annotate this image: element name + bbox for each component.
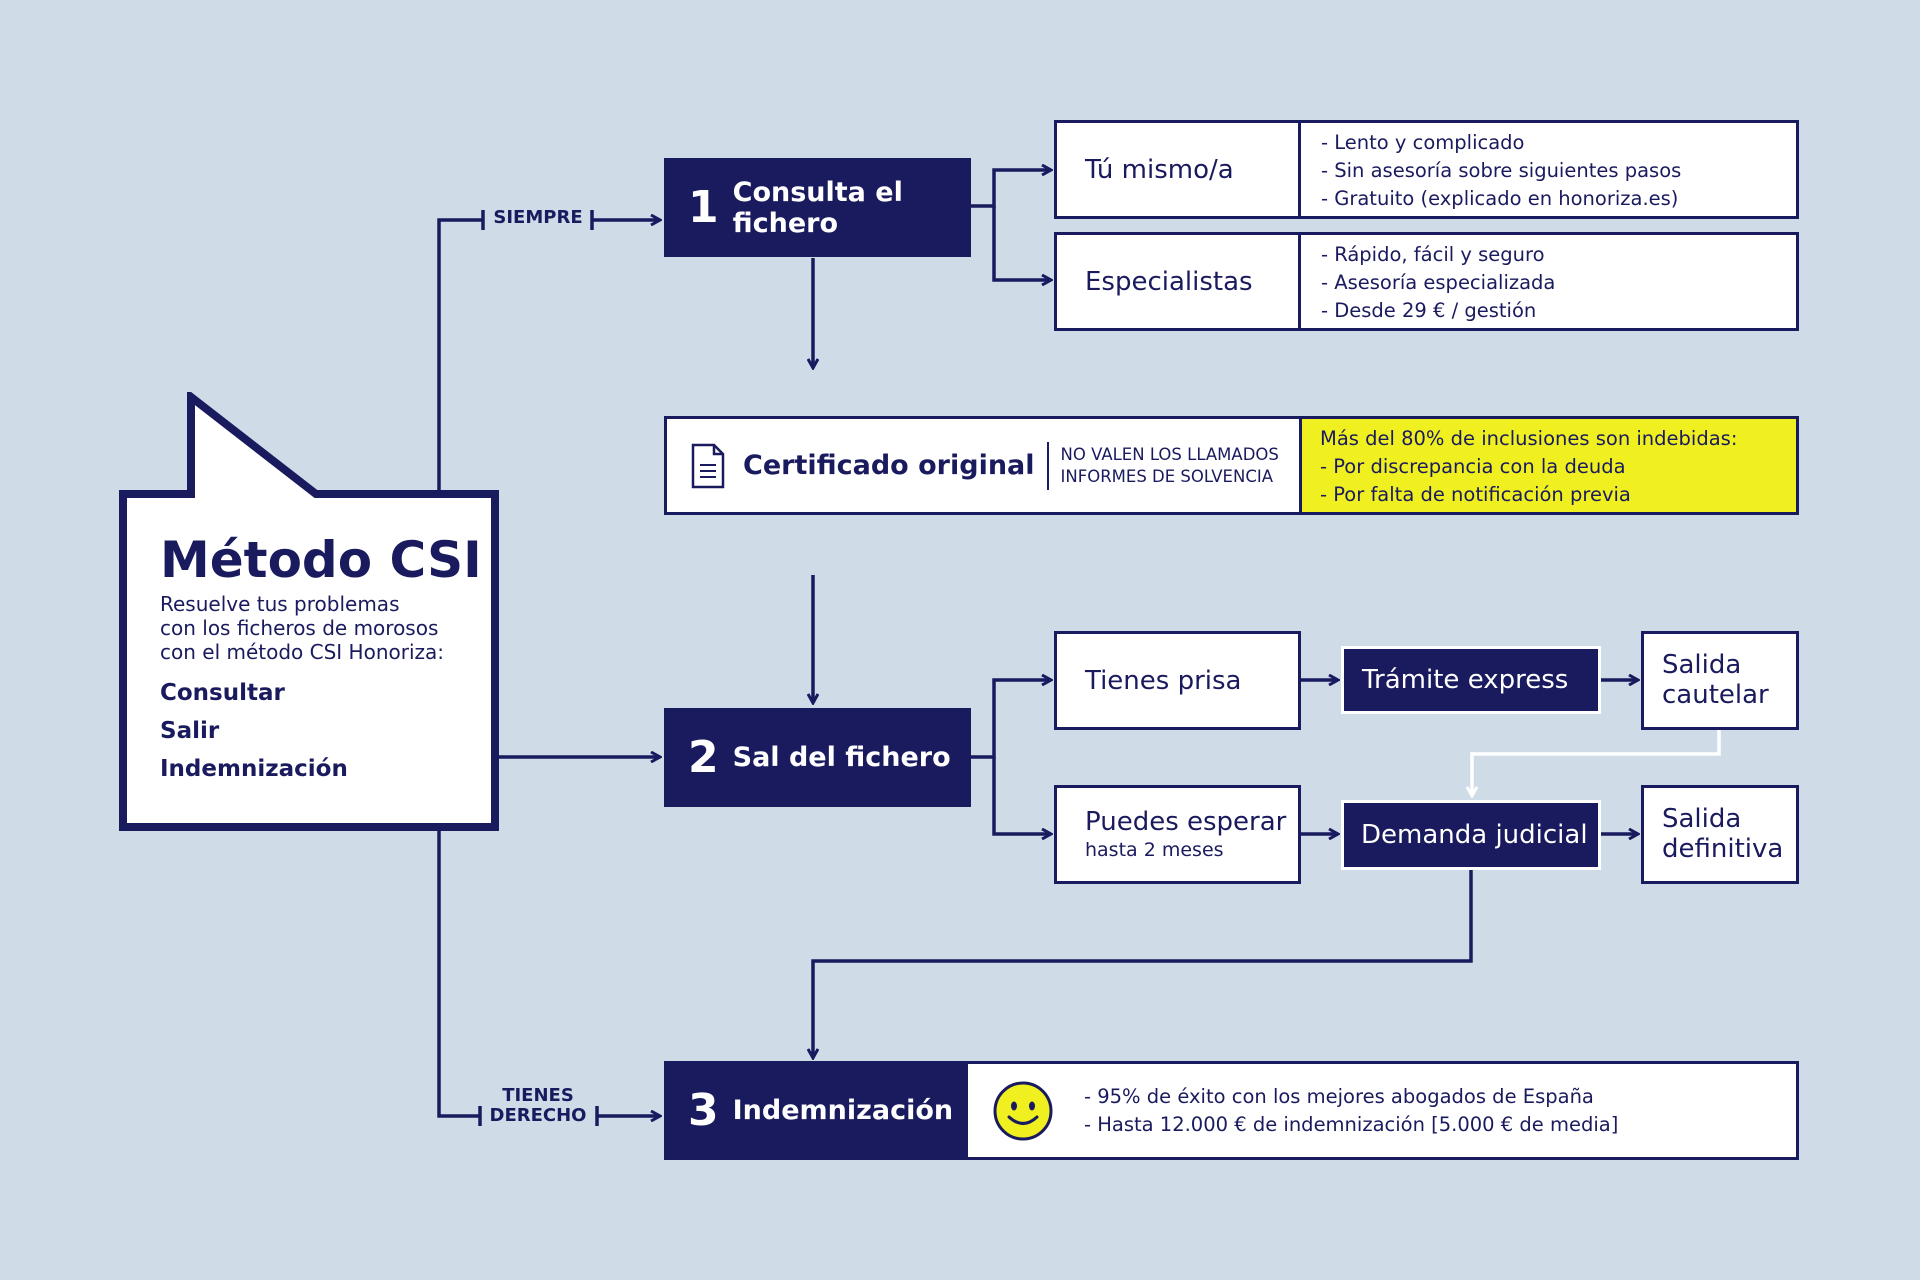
wait-box: Puedes esperar hasta 2 meses [1054, 785, 1301, 884]
note-line: Más del 80% de inclusiones son indebidas… [1320, 427, 1738, 450]
step2-box: 2 Sal del fichero [664, 708, 971, 807]
smiley-icon [993, 1081, 1053, 1140]
step3-details: - 95% de éxito con los mejores abogados … [968, 1061, 1799, 1160]
note-line: - Gratuito (explicado en honoriza.es) [1321, 187, 1679, 210]
note-line: - 95% de éxito con los mejores abogados … [1084, 1084, 1594, 1108]
intro-description-line: con el método CSI Honoriza: [160, 640, 445, 664]
option-specialists: Especialistas - Rápido, fácil y seguro -… [1054, 232, 1799, 331]
intro-description: Resuelve tus problemas con los ficheros … [160, 592, 490, 664]
lawsuit-process-label: Demanda judicial [1361, 820, 1588, 850]
precautionary-exit-box: Salida cautelar [1641, 631, 1799, 730]
note-line: - Hasta 12.000 € de indemnización [5.000… [1084, 1112, 1619, 1136]
wait-sublabel: hasta 2 meses [1085, 839, 1224, 861]
step1-title: Consulta el fichero [732, 176, 903, 239]
lawsuit-process-box: Demanda judicial [1341, 800, 1601, 870]
option-self: Tú mismo/a - Lento y complicado - Sin as… [1054, 120, 1799, 219]
step3-notes: - 95% de éxito con los mejores abogados … [1084, 1083, 1618, 1139]
intro-title: Método CSI [160, 531, 482, 589]
intro-item: Consultar [160, 680, 285, 706]
certificate-notes: Más del 80% de inclusiones son indebidas… [1302, 419, 1796, 512]
step3-title: Indemnización [732, 1095, 954, 1126]
result-line: definitiva [1662, 834, 1784, 864]
result-line: cautelar [1662, 680, 1769, 710]
tag-line: TIENES [502, 1085, 574, 1106]
intro-content: Método CSI Resuelve tus problemas con lo… [160, 530, 490, 788]
option-self-label: Tú mismo/a [1085, 154, 1234, 185]
step1-number: 1 [688, 182, 719, 233]
warning-line: INFORMES DE SOLVENCIA [1060, 466, 1273, 486]
certificate-warning: NO VALEN LOS LLAMADOS INFORMES DE SOLVEN… [1061, 444, 1279, 488]
express-process-label: Trámite express [1362, 665, 1569, 695]
note-line: - Asesoría especializada [1321, 271, 1556, 294]
option-self-notes: - Lento y complicado - Sin asesoría sobr… [1301, 123, 1681, 216]
note-line: - Lento y complicado [1321, 131, 1525, 154]
step2-number: 2 [688, 732, 719, 783]
document-icon [691, 443, 725, 488]
option-specialists-notes: - Rápido, fácil y seguro - Asesoría espe… [1301, 235, 1555, 328]
option-specialists-label: Especialistas [1085, 266, 1253, 297]
note-line: - Desde 29 € / gestión [1321, 299, 1537, 322]
definitive-exit-box: Salida definitiva [1641, 785, 1799, 884]
note-line: - Rápido, fácil y seguro [1321, 243, 1545, 266]
express-process-box: Trámite express [1341, 646, 1601, 714]
tag-tienes-derecho: TIENES DERECHO [482, 1086, 594, 1126]
intro-speech-box [119, 392, 499, 831]
wait-label: Puedes esperar [1085, 807, 1287, 837]
certificate-title: Certificado original [743, 450, 1035, 481]
step1-box: 1 Consulta el fichero [664, 158, 971, 257]
note-line: - Por discrepancia con la deuda [1320, 455, 1626, 478]
step3-box: 3 Indemnización [664, 1061, 971, 1160]
intro-description-line: Resuelve tus problemas [160, 592, 400, 616]
note-line: - Sin asesoría sobre siguientes pasos [1321, 159, 1682, 182]
hurry-box: Tienes prisa [1054, 631, 1301, 730]
step3-number: 3 [688, 1085, 719, 1136]
result-line: Salida [1662, 804, 1742, 834]
note-line: - Por falta de notificación previa [1320, 483, 1631, 506]
hurry-label: Tienes prisa [1085, 665, 1242, 696]
intro-item: Indemnización [160, 756, 348, 782]
result-line: Salida [1662, 650, 1742, 680]
certificate-box: Certificado original NO VALEN LOS LLAMAD… [664, 416, 1799, 515]
warning-line: NO VALEN LOS LLAMADOS [1060, 444, 1279, 464]
tag-line: DERECHO [489, 1105, 587, 1126]
tag-siempre: SIEMPRE [493, 207, 583, 228]
step2-title: Sal del fichero [732, 742, 951, 773]
intro-item: Salir [160, 718, 220, 744]
intro-description-line: con los ficheros de morosos [160, 616, 439, 640]
